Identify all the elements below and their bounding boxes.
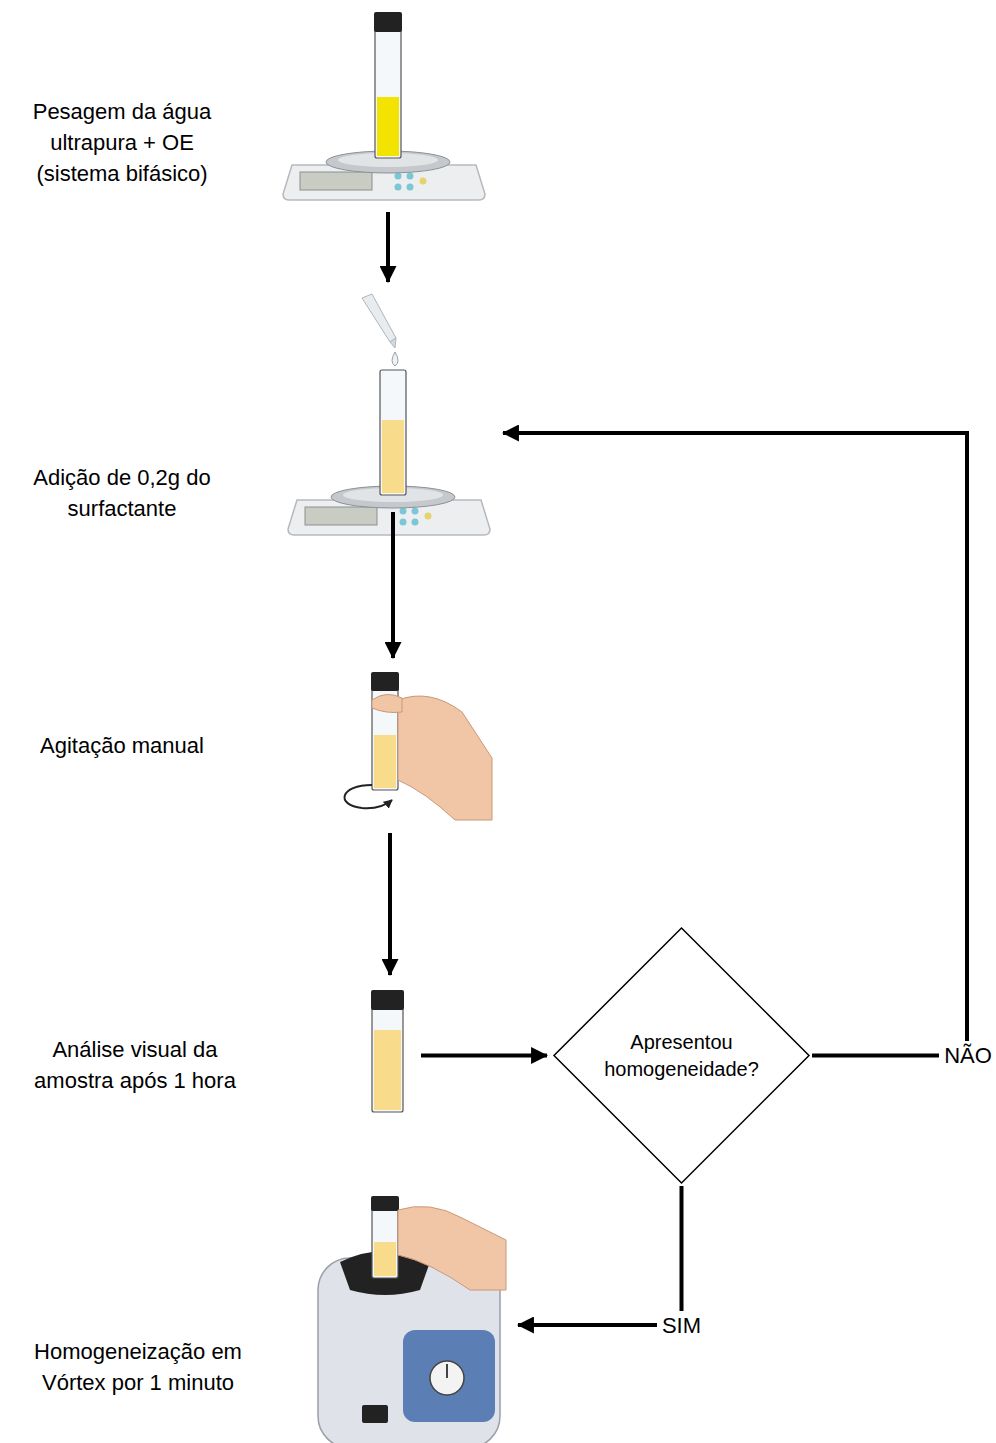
vial-glass: [380, 370, 406, 495]
process-step: Homogeneização em Vórtex por 1 minuto: [312, 1192, 508, 1440]
vial-glass: [372, 1008, 403, 1112]
vortex-panel: [403, 1330, 495, 1422]
balance-button: [400, 519, 407, 526]
vial-cap: [371, 1196, 399, 1211]
vial-glass: [375, 28, 401, 158]
balance-display: [305, 507, 377, 525]
hand: [398, 1206, 506, 1290]
balance-button: [400, 508, 407, 515]
flow-arrow: [421, 1054, 547, 1058]
branch-label: SIM: [657, 1311, 706, 1341]
decision-text: Apresentou homogeneidade?: [587, 1029, 777, 1083]
step-label: Análise visual da amostra após 1 hora: [15, 1034, 255, 1096]
balance-button: [412, 519, 419, 526]
vortex-mixer: [318, 1196, 506, 1443]
process-step: Adição de 0,2g do surfactante: [288, 292, 493, 502]
pipette-tip: [390, 338, 396, 348]
vial: [371, 990, 404, 1112]
vial-cap: [371, 990, 404, 1010]
hand: [398, 696, 492, 820]
diamond-outline: [554, 928, 809, 1183]
flow-arrow: [391, 512, 395, 658]
vial-liquid: [374, 1242, 396, 1276]
balance-with-vial: [283, 12, 485, 200]
balance-with-dropper: [288, 294, 490, 535]
flow-arrow: [518, 1186, 682, 1325]
thumb: [372, 694, 402, 712]
process-step: Agitação manual: [325, 668, 495, 823]
vial-liquid: [382, 420, 404, 493]
flow-arrow: [386, 212, 390, 282]
knob-marker: [446, 1364, 448, 1378]
vial-glass: [372, 1208, 398, 1278]
pipette: [362, 294, 396, 342]
balance-button: [395, 184, 402, 191]
flow-arrow: [503, 433, 967, 1056]
balance-button: [407, 184, 414, 191]
process-step: Análise visual da amostra após 1 hora: [365, 985, 409, 1115]
flow-arrow: [388, 833, 392, 975]
step-label: Homogeneização em Vórtex por 1 minuto: [16, 1336, 261, 1398]
balance-button: [395, 173, 402, 180]
vortex-knob: [430, 1361, 464, 1395]
balance-button: [407, 173, 414, 180]
vial-cap: [371, 672, 399, 691]
vial-liquid: [374, 735, 396, 788]
step-label: Pesagem da água ultrapura + OE (sistema …: [6, 96, 238, 189]
process-step: Pesagem da água ultrapura + OE (sistema …: [283, 10, 488, 202]
power-switch: [362, 1405, 388, 1423]
vial-liquid: [374, 1030, 401, 1110]
drop: [392, 352, 398, 366]
rotation-arrow: [345, 785, 392, 808]
vial-cap: [374, 12, 402, 32]
vial-liquid: [377, 97, 399, 156]
balance-display: [300, 172, 372, 190]
branch-label: NÃO: [939, 1041, 996, 1071]
decision-diamond: [553, 927, 810, 1184]
hand-shaking-vial: [345, 672, 492, 820]
step-label: Adição de 0,2g do surfactante: [12, 462, 232, 524]
balance-button: [412, 508, 419, 515]
decision-node: Apresentou homogeneidade?: [553, 927, 810, 1184]
balance-button: [425, 513, 432, 520]
balance-button: [420, 178, 427, 185]
step-label: Agitação manual: [2, 730, 242, 761]
